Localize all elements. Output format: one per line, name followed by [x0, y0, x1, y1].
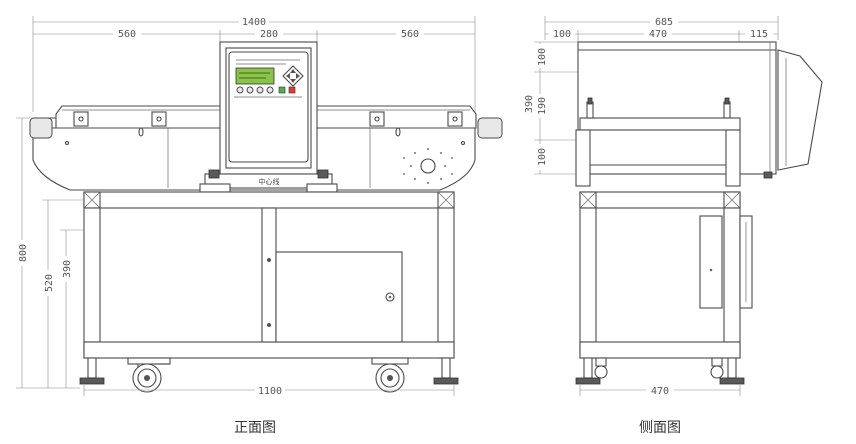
left-leg: [83, 207, 101, 343]
side-frame-bottom: [579, 341, 741, 359]
dim-vert-bottom: 100: [537, 148, 548, 166]
side-view-caption: 侧面图: [639, 420, 681, 436]
motor-flange: [420, 158, 436, 174]
dim-vert-top: 100: [537, 48, 548, 66]
dim-overall-depth: 685: [655, 17, 673, 28]
dim-middle-span: 470: [649, 29, 667, 40]
side-cabinet: [699, 215, 723, 309]
dim-right-span: 560: [401, 29, 419, 40]
dim-base-width: 1100: [258, 386, 282, 397]
arrow-keypad-icon: [282, 65, 304, 87]
dim-height-low: 390: [62, 260, 73, 278]
side-view: 685 100 470 115 390 100 190 100: [522, 15, 823, 436]
door-lock-icon: [385, 292, 395, 302]
detector-head-side: [577, 41, 777, 175]
left-caster: [127, 357, 171, 393]
dim-right-offset: 115: [750, 29, 768, 40]
conveyor-side-rail: [579, 117, 741, 131]
lcd-display: [235, 67, 275, 85]
front-view-caption: 正面图: [234, 420, 276, 436]
dim-left-offset: 100: [553, 29, 571, 40]
front-view: 1400 560 280 560: [14, 15, 503, 436]
side-caster-right: [710, 357, 724, 379]
function-button-icon: [236, 86, 244, 94]
center-line-label: 中心线: [259, 177, 280, 186]
frame-top-beam: [83, 191, 455, 209]
dim-height-total: 800: [18, 244, 29, 262]
center-post: [261, 207, 277, 343]
left-roller: [29, 117, 53, 139]
control-panel-side: [777, 49, 823, 171]
start-button-icon: [278, 86, 286, 94]
dim-center-span: 280: [260, 29, 278, 40]
dim-side-base: 470: [651, 386, 669, 397]
right-caster: [371, 357, 409, 393]
frame-bottom-beam: [83, 341, 455, 359]
stop-button-icon: [288, 86, 296, 94]
dim-height-mid: 520: [44, 274, 55, 292]
right-leg: [437, 207, 455, 343]
dim-vert-mid: 190: [537, 97, 548, 115]
dim-left-span: 560: [118, 29, 136, 40]
side-caster-left: [594, 357, 608, 379]
right-roller: [477, 117, 503, 139]
side-frame-top: [579, 191, 741, 209]
right-leveling-foot: [433, 357, 459, 385]
dim-vert-total: 390: [524, 95, 535, 113]
dim-overall-width: 1400: [242, 17, 266, 28]
cabinet-door: [275, 251, 403, 343]
left-leveling-foot: [79, 357, 105, 385]
